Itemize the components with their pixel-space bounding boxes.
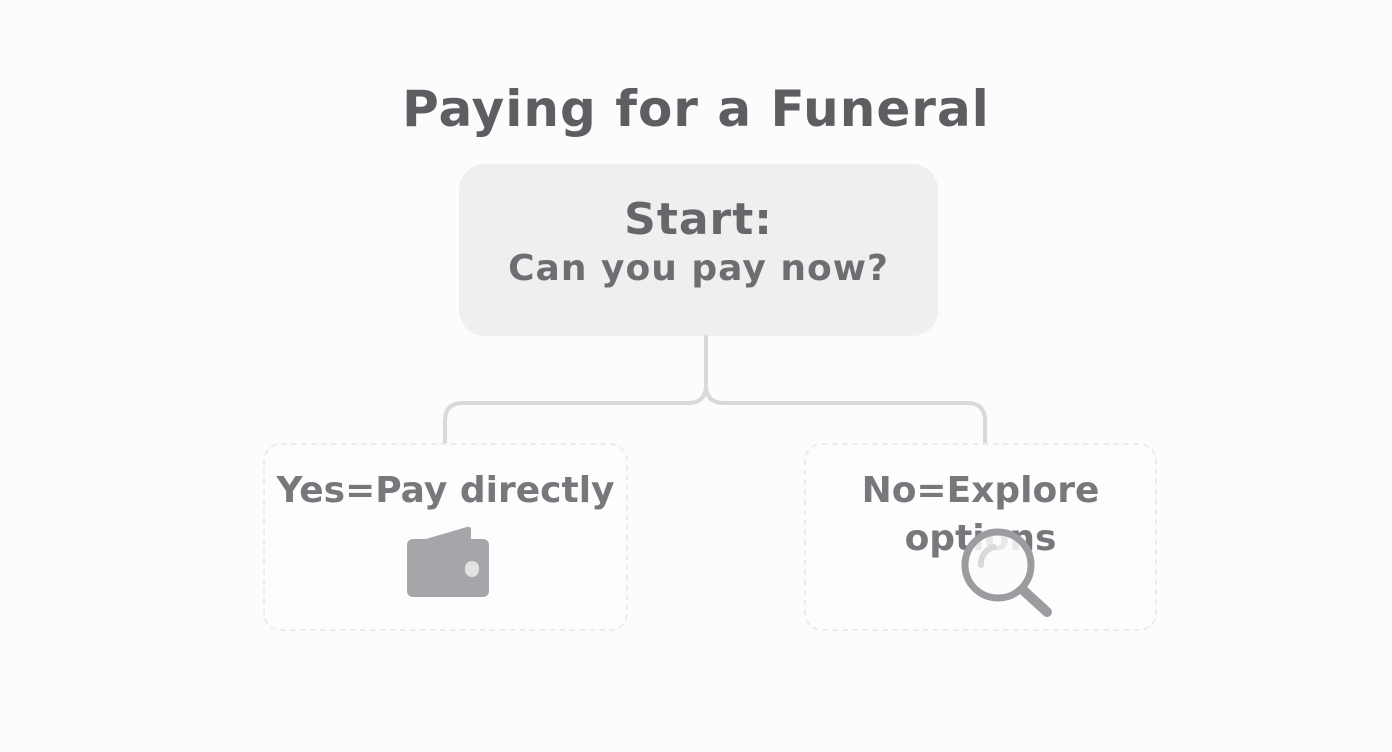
magnifier-icon	[961, 525, 1056, 624]
start-node-heading: Start:	[624, 194, 773, 245]
option-no-node: No=Explore options	[804, 443, 1157, 631]
wallet-icon	[405, 523, 491, 607]
start-node: Start: Can you pay now?	[459, 164, 938, 336]
connector-right-branch	[704, 383, 987, 447]
option-yes-label: Yes=Pay directly	[276, 470, 615, 511]
diagram-title: Paying for a Funeral	[402, 80, 990, 138]
option-yes-node: Yes=Pay directly	[263, 443, 628, 631]
connector-trunk	[443, 335, 708, 447]
start-node-question: Can you pay now?	[508, 248, 889, 289]
